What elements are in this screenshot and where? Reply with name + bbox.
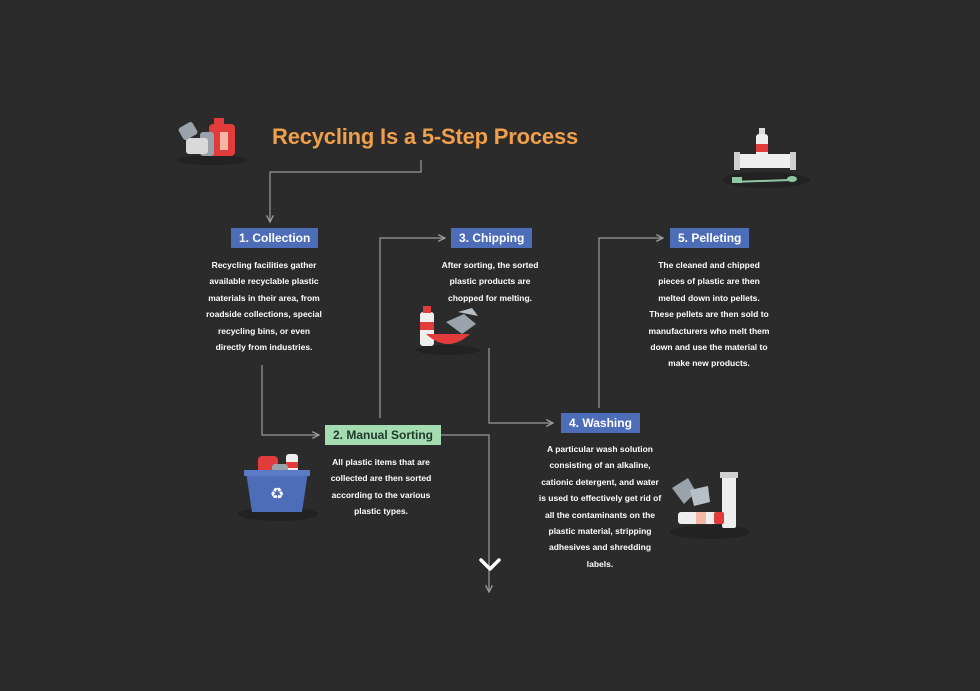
connector-sorting-downward xyxy=(440,434,489,592)
connector-collection-to-sorting xyxy=(261,365,319,435)
step-description-collection: Recycling facilities gather available re… xyxy=(206,260,322,353)
step-label-pelleting: 5. Pelleting xyxy=(670,228,750,248)
plastic-pieces-icon xyxy=(670,472,750,539)
step-description-washing: A particular wash solution consisting of… xyxy=(538,444,662,569)
recycling-bin-icon: ♻ xyxy=(238,454,318,521)
chevron-down-icon xyxy=(479,558,501,571)
step-description-chipping: After sorting, the sorted plastic produc… xyxy=(441,260,539,303)
step-label-washing: 4. Washing xyxy=(561,413,640,433)
step-label-collection: 1. Collection xyxy=(231,228,319,248)
step-description-pelleting: The cleaned and chipped pieces of plasti… xyxy=(648,260,770,369)
step-description-manual-sorting: All plastic items that are collected are… xyxy=(330,457,432,517)
pipe-bottle-icon xyxy=(722,128,810,188)
connector-chipping-to-washing xyxy=(488,348,553,423)
svg-text:♻: ♻ xyxy=(270,484,284,503)
connector-title-to-collection xyxy=(270,160,422,222)
plastic-bottles-icon xyxy=(176,118,248,165)
step-label-manual-sorting: 2. Manual Sorting xyxy=(325,425,442,445)
plastic-bowl-icon xyxy=(416,306,480,355)
step-label-chipping: 3. Chipping xyxy=(451,228,533,248)
connector-washing-to-pelleting xyxy=(598,238,663,408)
page-title: Recycling Is a 5-Step Process xyxy=(272,124,579,149)
connector-sorting-to-chipping xyxy=(379,238,445,418)
